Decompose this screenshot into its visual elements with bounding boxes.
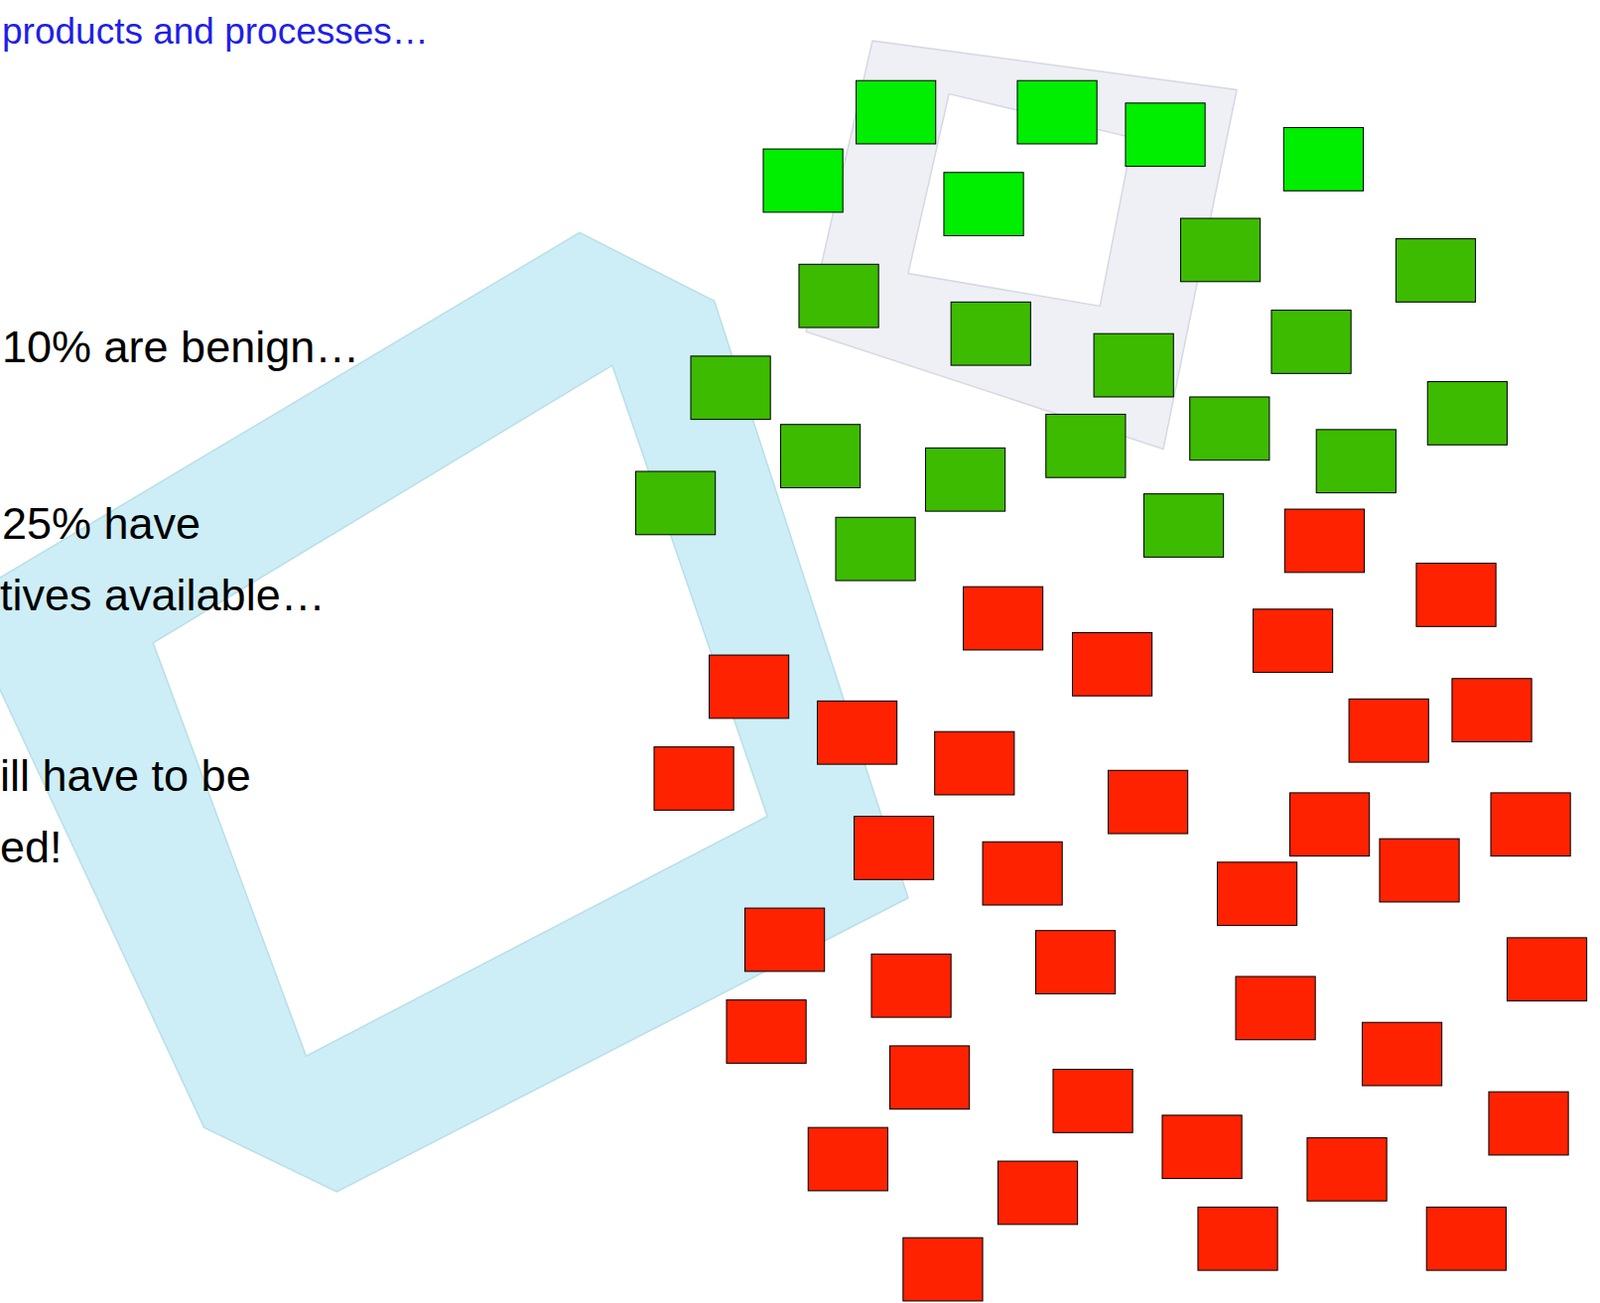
green-square: [1283, 128, 1363, 192]
bullet-text: ill have to be: [0, 749, 252, 803]
red-square: [889, 1046, 969, 1110]
blue-frame: [0, 232, 909, 1192]
red-square: [1162, 1115, 1242, 1180]
red-square: [1379, 838, 1460, 903]
red-square: [816, 700, 897, 765]
grey-frame: [805, 40, 1237, 449]
red-square: [654, 747, 734, 811]
bright-green-squares: [763, 80, 1363, 236]
green-square: [1271, 310, 1351, 375]
red-square: [1071, 632, 1152, 696]
red-square: [853, 816, 934, 881]
red-square: [1307, 1137, 1387, 1201]
green-square: [1125, 103, 1205, 167]
green-square: [943, 172, 1024, 237]
red-square: [1035, 931, 1115, 995]
green-square: [950, 301, 1031, 366]
red-square: [1107, 770, 1188, 834]
dark-green-squares: [635, 218, 1507, 581]
bullet-text: 10% are benign…: [1, 320, 360, 375]
red-square: [1053, 1069, 1133, 1134]
green-square: [1046, 413, 1126, 478]
bullet-text: ed!: [0, 820, 63, 875]
red-square: [871, 953, 951, 1018]
square-group: [635, 80, 1587, 1302]
green-square: [1395, 239, 1475, 303]
red-square: [982, 841, 1063, 906]
green-square: [856, 80, 936, 144]
green-square: [1093, 333, 1174, 398]
green-square: [799, 264, 879, 328]
green-square: [763, 148, 843, 213]
green-square: [635, 471, 715, 535]
red-square: [744, 908, 824, 972]
red-squares: [654, 509, 1588, 1302]
red-square: [1506, 937, 1587, 1002]
green-square: [925, 447, 1005, 512]
green-square: [1180, 218, 1260, 282]
red-square: [1348, 698, 1429, 763]
green-square: [1190, 397, 1270, 461]
red-square: [962, 586, 1043, 651]
red-square: [709, 655, 790, 719]
red-square: [1452, 678, 1532, 743]
red-square: [1488, 1091, 1569, 1156]
red-square: [1490, 793, 1571, 857]
red-square: [1426, 1206, 1506, 1271]
slide-title: products and processes…: [1, 9, 429, 54]
red-square: [1198, 1206, 1278, 1271]
red-square: [1416, 563, 1496, 628]
red-square: [1216, 862, 1297, 927]
green-square: [780, 424, 860, 489]
red-square: [1284, 509, 1364, 573]
red-square: [997, 1161, 1077, 1225]
green-square: [1427, 382, 1507, 446]
red-square: [934, 731, 1015, 796]
red-square: [807, 1127, 888, 1192]
red-square: [1235, 976, 1316, 1041]
bullet-text: 25% have: [1, 497, 201, 551]
red-square: [903, 1237, 983, 1302]
green-square: [1316, 429, 1396, 494]
green-square: [1143, 494, 1223, 558]
red-square: [1252, 609, 1333, 673]
bullet-text: tives available…: [0, 568, 326, 623]
red-square: [726, 1000, 806, 1065]
green-square: [1017, 80, 1097, 144]
green-square: [835, 517, 916, 581]
red-square: [1361, 1022, 1442, 1086]
red-square: [1289, 793, 1369, 857]
green-square: [690, 356, 771, 420]
